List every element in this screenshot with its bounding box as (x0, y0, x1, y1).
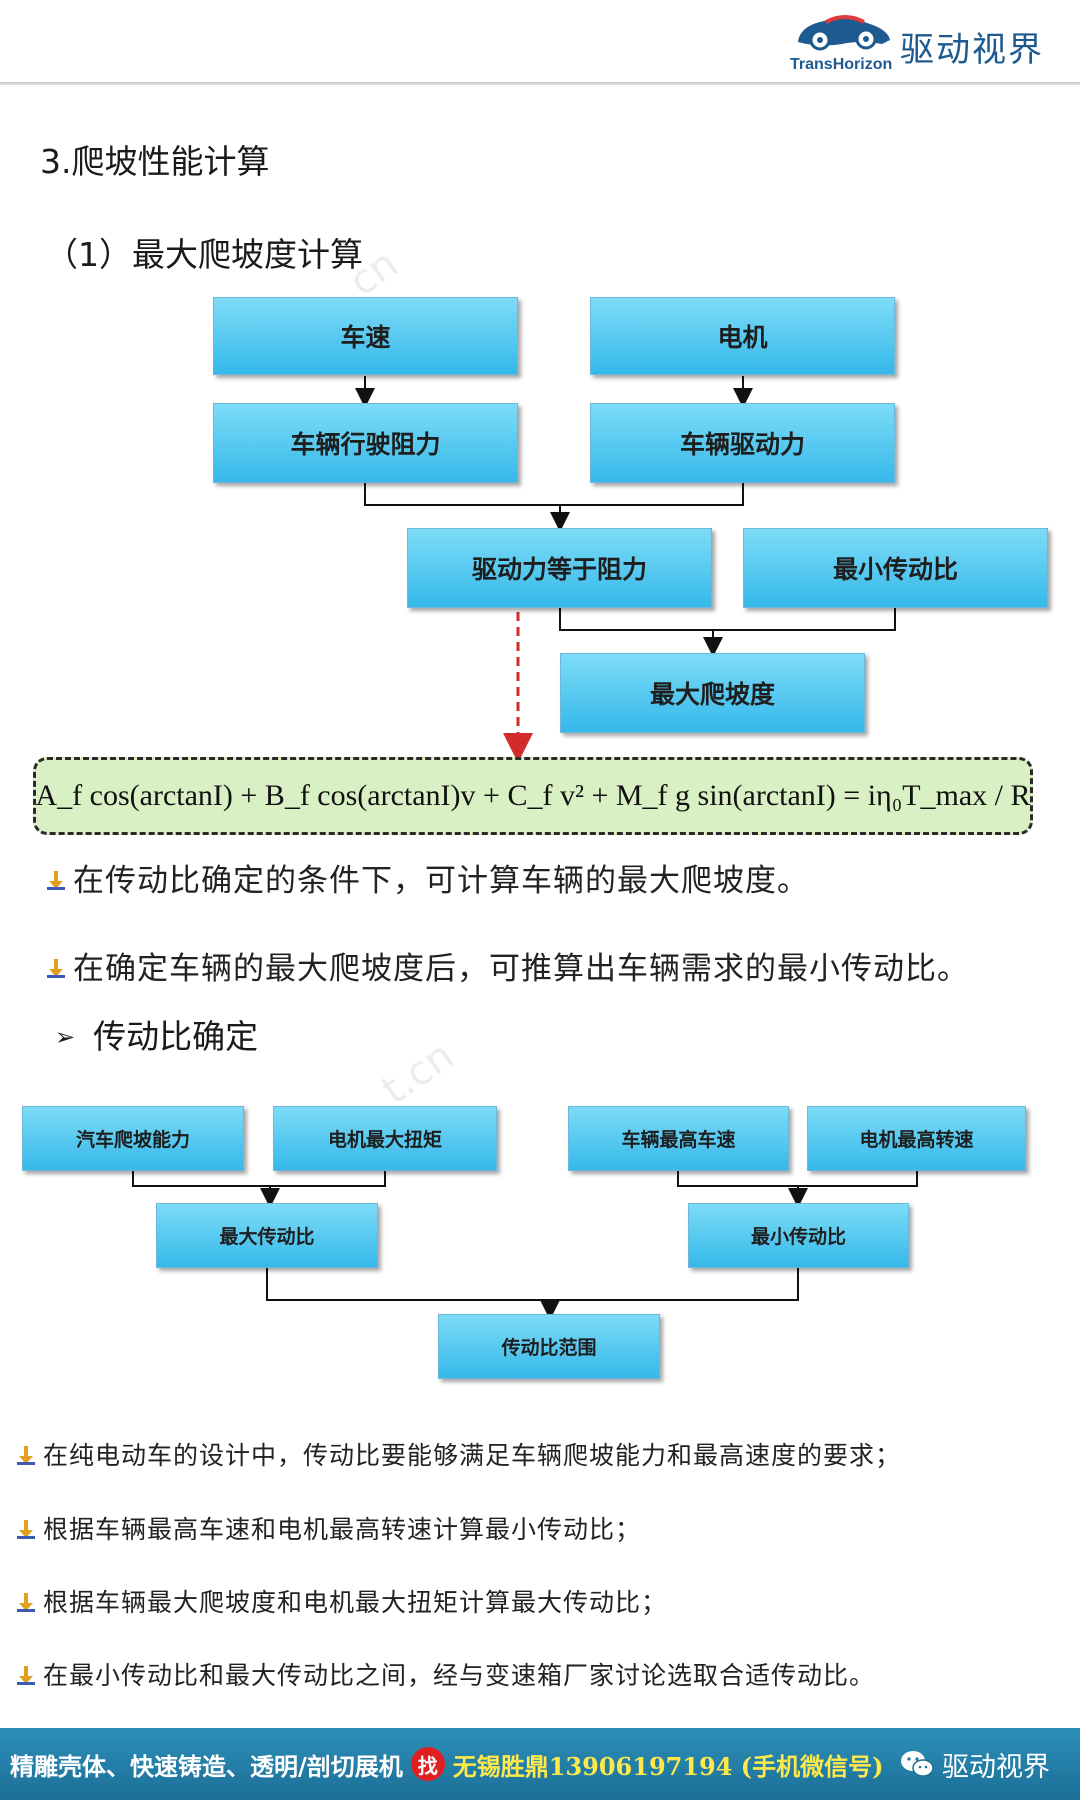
bullet-item: 在纯电动车的设计中，传动比要能够满足车辆爬坡能力和最高速度的要求； (15, 1436, 901, 1472)
logo: 驱动视界 TransHorizon (790, 10, 1070, 80)
car-logo-icon (798, 15, 890, 51)
header-divider (0, 82, 1080, 85)
footer-banner[interactable]: 精雕壳体、快速铸造、透明/剖切展机 找 无锡胜鼎13906197194 (手机微… (0, 1728, 1080, 1800)
bullet-icon (47, 870, 65, 890)
subsection-title: ➢ 传动比确定 (55, 1010, 258, 1058)
wechat-icon (901, 1751, 934, 1777)
flow-box-min-ratio: 最小传动比 (743, 528, 1048, 608)
bullet-item: 在传动比确定的条件下，可计算车辆的最大爬坡度。 (45, 855, 809, 900)
flow-box-max-rpm: 电机最高转速 (807, 1106, 1026, 1171)
flow-box-climb: 汽车爬坡能力 (22, 1106, 244, 1171)
flow-box-drive-force: 车辆驱动力 (590, 403, 895, 483)
flow-box-min-ratio-2: 最小传动比 (688, 1203, 909, 1268)
bullet-item: 根据车辆最大爬坡度和电机最大扭矩计算最大传动比； (15, 1583, 667, 1619)
flow-box-max-ratio: 最大传动比 (156, 1203, 378, 1268)
flow-box-max-speed: 车辆最高车速 (568, 1106, 789, 1171)
flow-box-ratio-range: 传动比范围 (438, 1314, 660, 1379)
climbing-formula: A_f cos(arctanI) + B_f cos(arctanI)v + C… (33, 757, 1033, 835)
bullet-text: 根据车辆最大爬坡度和电机最大扭矩计算最大传动比； (43, 1588, 668, 1617)
flow-box-resistance: 车辆行驶阻力 (213, 403, 518, 483)
bullet-item: 根据车辆最高车速和电机最高转速计算最小传动比； (15, 1510, 641, 1546)
bullet-text: 在传动比确定的条件下，可计算车辆的最大爬坡度。 (73, 863, 809, 899)
bullet-text: 在纯电动车的设计中，传动比要能够满足车辆爬坡能力和最高速度的要求； (43, 1441, 902, 1470)
bullet-icon (47, 958, 65, 978)
flow-box-max-grade: 最大爬坡度 (560, 653, 865, 733)
bullet-icon (17, 1445, 35, 1465)
flow-box-max-torque: 电机最大扭矩 (273, 1106, 497, 1171)
arrow-bullet-icon: ➢ (55, 1023, 76, 1051)
logo-chinese: 驱动视界 (900, 30, 1044, 70)
footer-brand[interactable]: 驱动视界 (900, 1745, 1050, 1784)
subsection-label: 传动比确定 (93, 1017, 259, 1056)
subsection-title: （1）最大爬坡度计算 (45, 235, 363, 274)
bullet-icon (17, 1665, 35, 1685)
formula-text: A_f cos(arctanI) + B_f cos(arctanI)v + C… (35, 779, 1031, 812)
bullet-item: 在确定车辆的最大爬坡度后，可推算出车辆需求的最小传动比。 (45, 943, 969, 988)
flow-box-equal: 驱动力等于阻力 (407, 528, 712, 608)
section-title: 3.爬坡性能计算 (40, 142, 270, 181)
flow-box-motor: 电机 (590, 297, 895, 375)
find-badge: 找 (410, 1747, 445, 1781)
bullet-icon (17, 1519, 35, 1539)
footer-ad-text: 精雕壳体、快速铸造、透明/剖切展机 (10, 1751, 403, 1781)
footer-contact: 无锡胜鼎13906197194 (手机微信号) (452, 1751, 884, 1781)
logo-english: TransHorizon (790, 56, 893, 73)
bullet-item: 在最小传动比和最大传动比之间，经与变速箱厂家讨论选取合适传动比。 (15, 1656, 875, 1692)
footer-brand-label: 驱动视界 (942, 1751, 1050, 1783)
bullet-text: 在确定车辆的最大爬坡度后，可推算出车辆需求的最小传动比。 (73, 951, 969, 987)
bullet-icon (17, 1592, 35, 1612)
bullet-text: 在最小传动比和最大传动比之间，经与变速箱厂家讨论选取合适传动比。 (43, 1661, 876, 1690)
flow-box-speed: 车速 (213, 297, 518, 375)
bullet-text: 根据车辆最高车速和电机最高转速计算最小传动比； (43, 1515, 642, 1544)
